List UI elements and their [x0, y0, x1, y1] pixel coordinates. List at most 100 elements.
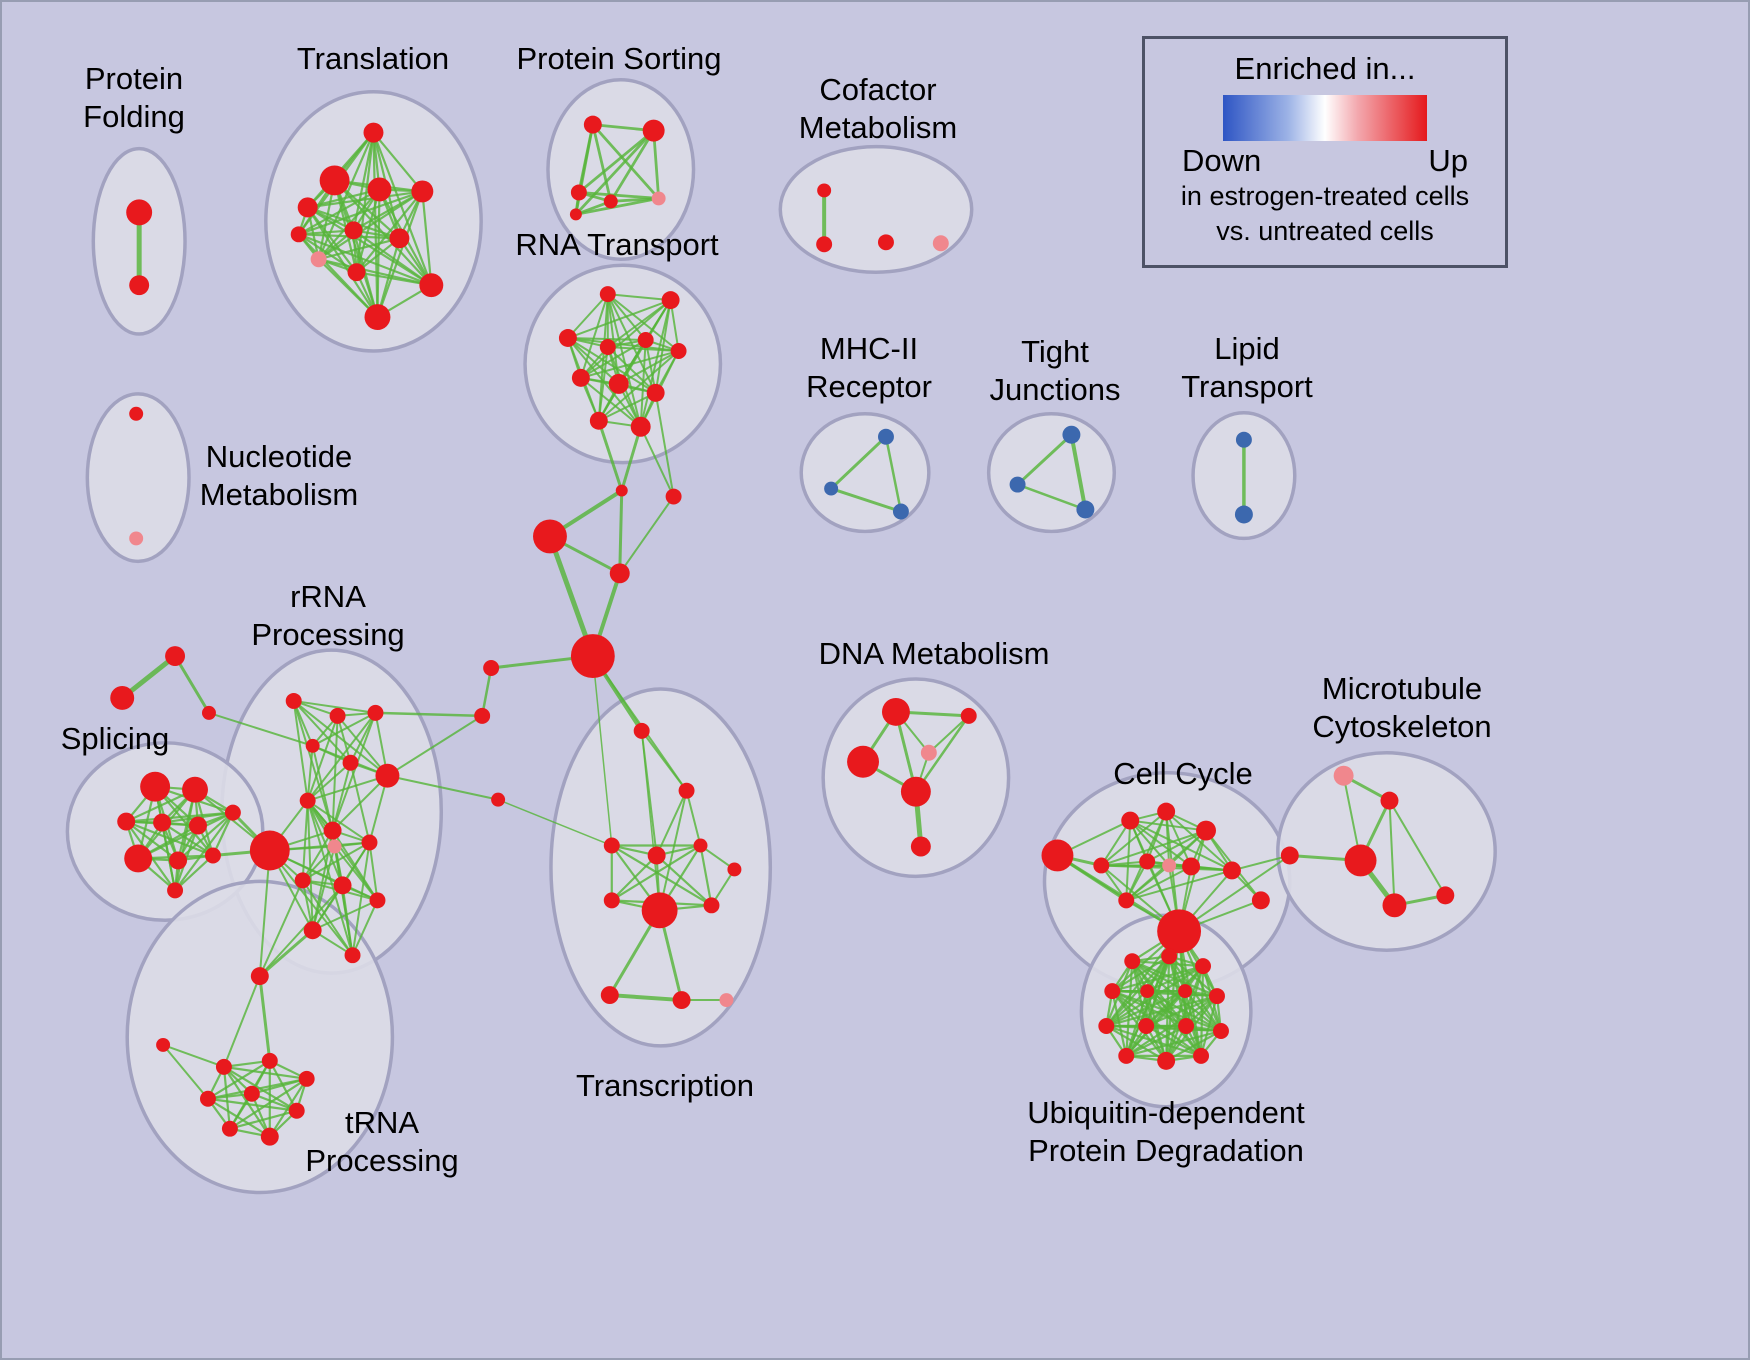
node-s6[interactable] — [224, 804, 241, 821]
node-t12[interactable] — [290, 226, 307, 243]
node-ps5[interactable] — [651, 191, 666, 206]
node-r16[interactable] — [344, 947, 361, 964]
node-pf2[interactable] — [129, 275, 150, 296]
node-u10[interactable] — [1178, 1018, 1195, 1034]
node-d5[interactable] — [900, 776, 931, 807]
node-rt11[interactable] — [630, 416, 651, 437]
node-cc9[interactable] — [1222, 861, 1241, 880]
node-t1[interactable] — [363, 122, 384, 143]
node-u5[interactable] — [1140, 984, 1155, 999]
node-r11[interactable] — [327, 839, 342, 854]
node-tr1[interactable] — [250, 967, 269, 986]
node-tc3[interactable] — [603, 837, 620, 854]
node-cm1[interactable] — [817, 183, 832, 198]
node-tr7[interactable] — [243, 1085, 260, 1102]
node-mhc2[interactable] — [824, 481, 839, 496]
node-u12[interactable] — [1118, 1047, 1135, 1064]
node-s10[interactable] — [167, 882, 184, 899]
node-rt7[interactable] — [571, 368, 590, 387]
node-tc4[interactable] — [647, 846, 666, 865]
node-u11[interactable] — [1213, 1022, 1229, 1039]
node-tc7[interactable] — [603, 892, 620, 909]
node-t6[interactable] — [344, 221, 363, 240]
node-s2[interactable] — [182, 776, 208, 803]
node-t2[interactable] — [319, 165, 350, 196]
node-rt10[interactable] — [589, 411, 608, 430]
node-c3[interactable] — [491, 792, 506, 807]
node-rt1[interactable] — [599, 286, 616, 303]
node-cc4[interactable] — [1196, 820, 1216, 841]
node-s9[interactable] — [204, 847, 221, 864]
node-t9[interactable] — [419, 273, 444, 298]
node-pf1[interactable] — [126, 199, 153, 226]
node-s1[interactable] — [140, 771, 171, 802]
node-ps2[interactable] — [642, 119, 665, 142]
node-d1[interactable] — [881, 697, 910, 726]
node-cc8[interactable] — [1182, 857, 1201, 876]
node-mc4[interactable] — [1344, 844, 1377, 877]
node-cm4[interactable] — [932, 235, 949, 252]
node-rt8[interactable] — [608, 373, 629, 394]
node-tr6[interactable] — [199, 1090, 216, 1107]
node-u6[interactable] — [1178, 984, 1193, 999]
node-mhc3[interactable] — [892, 503, 909, 520]
node-mc5[interactable] — [1382, 893, 1407, 918]
node-tc1[interactable] — [633, 722, 650, 739]
node-tc11[interactable] — [719, 993, 734, 1008]
node-r12[interactable] — [294, 872, 311, 889]
node-u3[interactable] — [1195, 958, 1212, 975]
node-tc12[interactable] — [727, 862, 742, 877]
node-ps1[interactable] — [583, 115, 602, 134]
node-tr4[interactable] — [261, 1052, 278, 1069]
node-u2[interactable] — [1161, 948, 1178, 965]
node-tj3[interactable] — [1076, 500, 1095, 519]
node-rt5[interactable] — [637, 332, 654, 348]
node-c2[interactable] — [474, 707, 491, 724]
node-r8[interactable] — [299, 792, 316, 809]
node-ps4[interactable] — [603, 194, 618, 209]
node-mc2[interactable] — [1380, 791, 1399, 810]
node-tr5[interactable] — [298, 1070, 315, 1087]
node-s8[interactable] — [169, 851, 188, 870]
node-h1[interactable] — [533, 519, 567, 554]
node-s5[interactable] — [189, 816, 207, 835]
node-tr10[interactable] — [260, 1127, 279, 1146]
node-c1[interactable] — [483, 660, 500, 677]
node-u8[interactable] — [1098, 1018, 1115, 1034]
node-r5[interactable] — [342, 754, 359, 771]
node-nm1[interactable] — [129, 406, 144, 421]
node-ps3[interactable] — [570, 184, 587, 201]
node-mhc1[interactable] — [877, 428, 894, 445]
node-tr8[interactable] — [288, 1102, 305, 1119]
node-s7[interactable] — [124, 844, 153, 873]
node-tc5[interactable] — [693, 838, 708, 853]
node-r4[interactable] — [305, 738, 320, 753]
node-h5[interactable] — [615, 484, 628, 497]
node-f3[interactable] — [201, 705, 216, 720]
node-cc10[interactable] — [1118, 892, 1135, 909]
node-s4[interactable] — [153, 813, 172, 832]
node-tr2[interactable] — [156, 1037, 171, 1052]
node-r14[interactable] — [369, 892, 386, 909]
node-cc6[interactable] — [1139, 853, 1156, 870]
node-tc10[interactable] — [672, 991, 691, 1010]
node-tc9[interactable] — [600, 986, 619, 1005]
node-rt3[interactable] — [558, 329, 577, 347]
node-r10[interactable] — [361, 834, 378, 851]
node-d3[interactable] — [847, 745, 879, 778]
node-tj1[interactable] — [1062, 425, 1081, 444]
node-t11[interactable] — [364, 304, 391, 331]
node-mc6[interactable] — [1436, 886, 1455, 905]
node-t7[interactable] — [310, 251, 327, 268]
node-u13[interactable] — [1157, 1051, 1176, 1070]
node-cm3[interactable] — [877, 234, 894, 251]
node-rt6[interactable] — [670, 342, 687, 359]
node-d2[interactable] — [960, 707, 977, 724]
node-mc1[interactable] — [1333, 765, 1354, 786]
node-cc2[interactable] — [1121, 811, 1140, 830]
node-mc3[interactable] — [1280, 846, 1299, 865]
node-cc7[interactable] — [1162, 858, 1177, 873]
node-h3[interactable] — [570, 634, 615, 679]
node-t4[interactable] — [367, 177, 392, 202]
node-tc6[interactable] — [641, 892, 678, 929]
